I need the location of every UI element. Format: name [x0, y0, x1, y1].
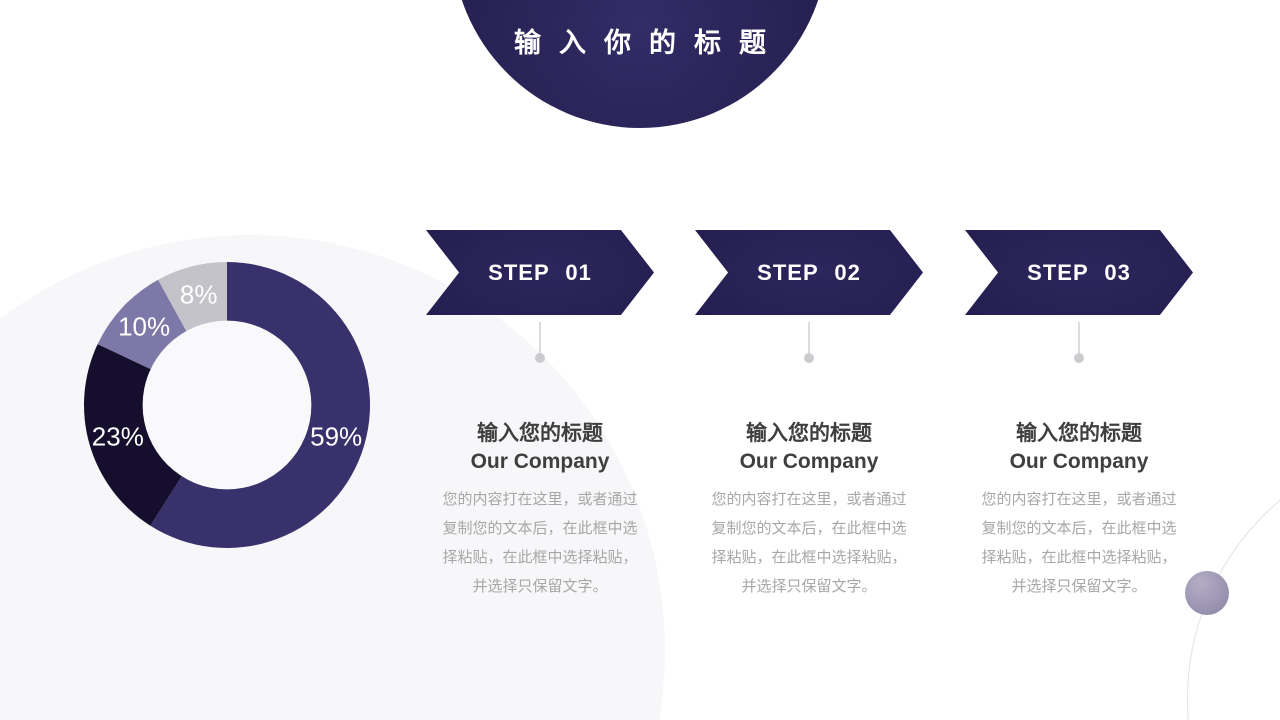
step-heading: 输入您的标题 Our Company: [405, 420, 675, 476]
step-heading: 输入您的标题 Our Company: [944, 420, 1214, 476]
step-arrow-label: STEP 01: [488, 259, 592, 285]
donut-chart: 59% 23% 10% 8%: [84, 262, 370, 548]
connector-line: [1078, 322, 1080, 353]
slice-label: 8%: [179, 279, 218, 310]
step-arrow-label: STEP 02: [757, 259, 861, 285]
step-heading-cn: 输入您的标题: [746, 422, 872, 445]
step-heading: 输入您的标题 Our Company: [674, 420, 944, 476]
title-circle: [452, 0, 828, 128]
connector-dot: [804, 353, 814, 363]
step-heading-cn: 输入您的标题: [477, 422, 603, 445]
step-body-text: 您的内容打在这里，或者通过 复制您的文本后，在此框中选 择粘贴，在此框中选择粘贴…: [442, 491, 638, 595]
step-arrow-2: STEP 02: [695, 230, 923, 315]
step-arrow-1: STEP 01: [426, 230, 654, 315]
connector-line: [539, 322, 541, 353]
step-heading-en: Our Company: [470, 450, 610, 473]
step-heading-cn: 输入您的标题: [1016, 422, 1142, 445]
step-body-text: 您的内容打在这里，或者通过 复制您的文本后，在此框中选 择粘贴，在此框中选择粘贴…: [711, 491, 907, 595]
step-heading-en: Our Company: [1009, 450, 1149, 473]
donut-chart-svg: [84, 262, 370, 548]
connector-dot: [1074, 353, 1084, 363]
connector-dot: [535, 353, 545, 363]
step-heading-en: Our Company: [739, 450, 879, 473]
slice-label: 23%: [91, 421, 144, 452]
connector-line: [808, 322, 810, 353]
slice-label: 59%: [310, 421, 363, 452]
step-group-1: STEP 01 输入您的标题 Our Company 您的内容打在这里，或者通过…: [405, 230, 675, 620]
step-body-text: 您的内容打在这里，或者通过 复制您的文本后，在此框中选 择粘贴，在此框中选择粘贴…: [981, 491, 1177, 595]
step-group-3: STEP 03 输入您的标题 Our Company 您的内容打在这里，或者通过…: [944, 230, 1214, 620]
slide-title: 输入你的标题: [514, 28, 784, 58]
sphere-decoration: [1185, 571, 1229, 615]
step-group-2: STEP 02 输入您的标题 Our Company 您的内容打在这里，或者通过…: [674, 230, 944, 620]
step-arrow-label: STEP 03: [1027, 259, 1131, 285]
slice-label: 10%: [118, 311, 171, 342]
step-arrow-3: STEP 03: [965, 230, 1193, 315]
